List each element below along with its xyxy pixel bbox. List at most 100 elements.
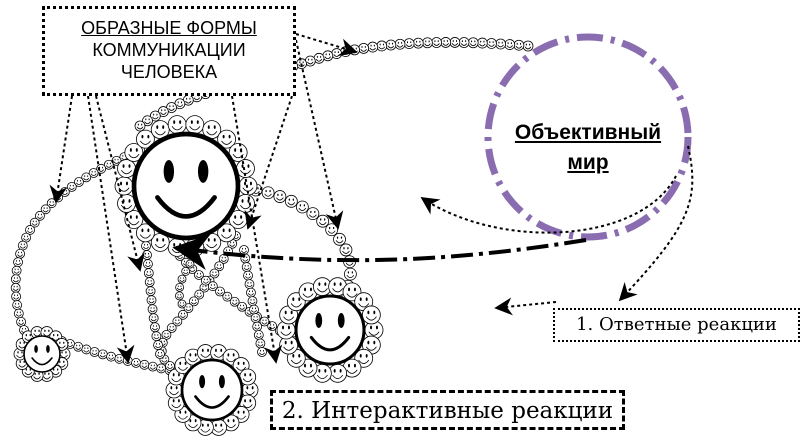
smiley-face-icon — [145, 286, 156, 297]
smiley-face-icon — [177, 274, 187, 284]
smiley-face-icon — [161, 329, 172, 340]
smiley-face-icon — [165, 361, 175, 371]
smiley-face-icon — [143, 268, 154, 278]
smiley-face-icon — [476, 37, 488, 49]
smiley-face-icon — [207, 281, 218, 292]
smiley-face-icon — [135, 223, 155, 243]
smiley-face-icon — [247, 296, 258, 306]
smiley-face-icon — [96, 163, 107, 174]
forms-title-line3: ЧЕЛОВЕКА — [120, 62, 218, 82]
smiley-face-icon — [15, 248, 25, 259]
smiley-face-icon — [114, 353, 125, 364]
smiley-face-icon — [253, 330, 264, 340]
smiley-face-icon — [88, 168, 99, 178]
smiley-face-icon — [222, 291, 233, 302]
smiley-face-icon — [244, 279, 255, 289]
dashdot-arrow — [172, 234, 587, 271]
smiley-face-icon — [23, 335, 61, 373]
smiley-face-icon — [183, 303, 194, 314]
smiley-face-icon — [131, 131, 241, 241]
smiley-face-icon — [217, 223, 237, 243]
smiley-face-icon — [403, 38, 415, 50]
smiley-face-icon — [385, 39, 397, 51]
smiley-face-icon — [295, 200, 309, 214]
smiley-face-icon — [257, 347, 267, 357]
smiley-face-icon — [343, 267, 357, 281]
arrow-circle-to-answer — [618, 145, 694, 302]
smiley-face-icon — [106, 351, 116, 362]
smiley-face-icon — [73, 341, 84, 352]
smiley-face-icon — [188, 296, 199, 307]
smiley-face-icon — [13, 257, 23, 268]
smiley-face-icon — [103, 159, 114, 170]
smiley-face-icon — [342, 358, 362, 378]
smiley-face-icon — [367, 41, 379, 53]
forms-of-communication-box: ОБРАЗНЫЕ ФОРМЫ КОММУНИКАЦИИ ЧЕЛОВЕКА — [42, 6, 296, 96]
smiley-face-icon — [217, 129, 237, 149]
smiley-face-icon — [440, 37, 452, 48]
smiley-face-icon — [11, 291, 21, 302]
smiley-face-icon — [202, 120, 222, 140]
smiley-face-icon — [252, 321, 263, 332]
smiley-face-icon — [81, 172, 92, 183]
smiley-face-icon — [146, 295, 157, 306]
smiley-face-icon — [243, 270, 253, 281]
smiley-face-icon — [155, 349, 165, 359]
smiley-face-icon — [513, 39, 525, 51]
smiley-face-icon — [12, 300, 23, 310]
smiley-face-icon — [11, 265, 22, 276]
dotted-arrows — [49, 33, 694, 364]
smiley-face-icon — [522, 40, 534, 52]
smiley-face-icon — [177, 299, 187, 309]
smiley-face-icon — [143, 259, 153, 269]
smiley-face-icon — [236, 159, 255, 178]
smiley-face-icon — [131, 358, 141, 368]
smiley-face-icon — [172, 316, 183, 327]
smiley-face-icon — [325, 223, 339, 237]
interactive-reactions-label: 2. Интерактивные реакции — [281, 398, 614, 424]
smiley-face-icon — [167, 115, 187, 135]
smiley-face-icon — [495, 38, 507, 50]
smiley-face-icon — [229, 296, 240, 307]
smiley-face-icon — [141, 241, 151, 251]
smiley-face-icon — [81, 344, 92, 355]
smiley-face-icon — [89, 347, 100, 357]
arrow-circle-to-left — [420, 175, 677, 234]
smiley-face-icon — [449, 37, 461, 48]
smiley-face-icon — [16, 316, 27, 327]
smiley-face-icon — [209, 268, 220, 279]
smiley-face-icon — [261, 186, 275, 200]
smiley-face-icon — [467, 37, 479, 49]
smiley-face-icon — [147, 304, 158, 315]
smiley-face-icon — [40, 204, 51, 215]
smiley-face-icon — [144, 277, 155, 288]
smiley-face-icon — [504, 39, 516, 50]
smiley-face-icon — [250, 313, 261, 323]
smiley-face-icon — [215, 286, 225, 297]
smiley-face-icon — [200, 275, 211, 286]
smiley-face-icon — [150, 322, 160, 333]
smiley-face-icon — [66, 181, 77, 192]
smiley-face-icon — [316, 214, 330, 228]
smiley-face-icon — [422, 37, 433, 49]
smiley-face-icon — [178, 309, 188, 320]
smiley-face-icon — [117, 159, 136, 178]
arrow-to-big-smiley — [244, 95, 293, 230]
smiley-face-icon — [142, 115, 153, 127]
smiley-face-icon — [29, 217, 40, 228]
smiley-face-icon — [218, 254, 229, 264]
smiley-face-icon — [339, 243, 353, 257]
smiley-face-icon — [298, 282, 318, 302]
smiley-face-icon — [35, 210, 45, 221]
smiley-face-icon — [273, 190, 287, 203]
smiley-face-icon — [431, 37, 442, 48]
smiley-face-icon — [74, 177, 84, 187]
smiley-face-icon — [134, 120, 146, 132]
smiley-face-icon — [237, 301, 247, 312]
smiley-face-icon — [13, 308, 24, 319]
smiley-face-icon — [148, 313, 159, 324]
smiley-face-icon — [156, 363, 167, 374]
smiley-face-icon — [166, 102, 177, 113]
smiley-face-icon — [294, 294, 366, 366]
